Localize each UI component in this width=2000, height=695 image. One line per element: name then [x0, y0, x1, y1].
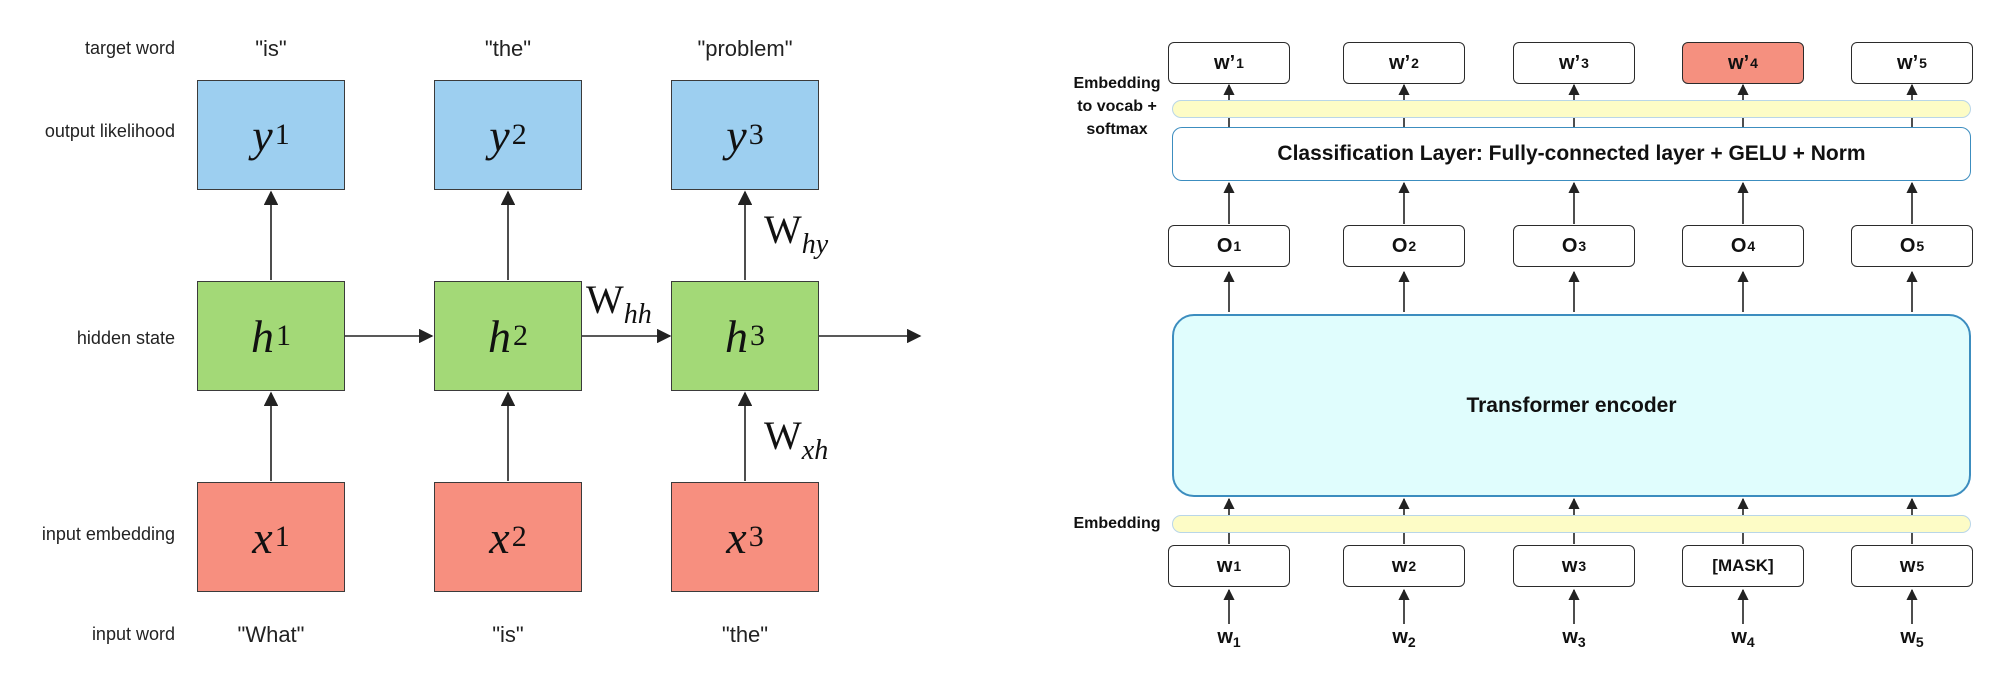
classification-layer: Classification Layer: Fully-connected la…	[1172, 127, 1971, 181]
predicted-word-5: w’5	[1851, 42, 1973, 84]
weight-label-xh: Wxh	[764, 413, 829, 466]
row-label-output-likelihood: output likelihood	[44, 121, 175, 141]
predicted-word-4-masked: w’4	[1682, 42, 1804, 84]
input-word-2: "is"	[492, 622, 524, 647]
target-word-1: "is"	[255, 36, 287, 61]
label-embedding-to-vocab: Embedding to vocab + softmax	[1073, 75, 1161, 138]
row-label-target-word: target word	[84, 38, 175, 58]
predicted-word-1: w’1	[1168, 42, 1290, 84]
label-embedding: Embedding	[1073, 515, 1161, 532]
predicted-word-3: w’3	[1513, 42, 1635, 84]
input-word-w2: w2	[1392, 626, 1416, 650]
input-word-w4: w4	[1731, 626, 1755, 650]
predicted-word-2: w’2	[1343, 42, 1465, 84]
input-word-3: "the"	[721, 622, 769, 647]
weight-label-hh: Whh	[586, 277, 652, 330]
input-word-w1: w1	[1217, 626, 1241, 650]
input-word-w3: w3	[1562, 626, 1586, 650]
input-word-1: "What"	[237, 622, 305, 647]
weight-label-hy: Why	[764, 207, 829, 260]
target-word-2: "the"	[484, 36, 532, 61]
token-mask: [MASK]	[1682, 545, 1804, 587]
transformer-encoder: Transformer encoder	[1172, 314, 1971, 497]
input-word-w5: w5	[1900, 626, 1924, 650]
embedding-to-vocab-strip	[1172, 100, 1971, 118]
embedding-strip	[1172, 515, 1971, 533]
row-label-hidden-state: hidden state	[76, 328, 175, 348]
row-label-input-word: input word	[91, 624, 175, 644]
row-label-input-embedding: input embedding	[41, 524, 175, 544]
target-word-3: "problem"	[697, 36, 793, 61]
